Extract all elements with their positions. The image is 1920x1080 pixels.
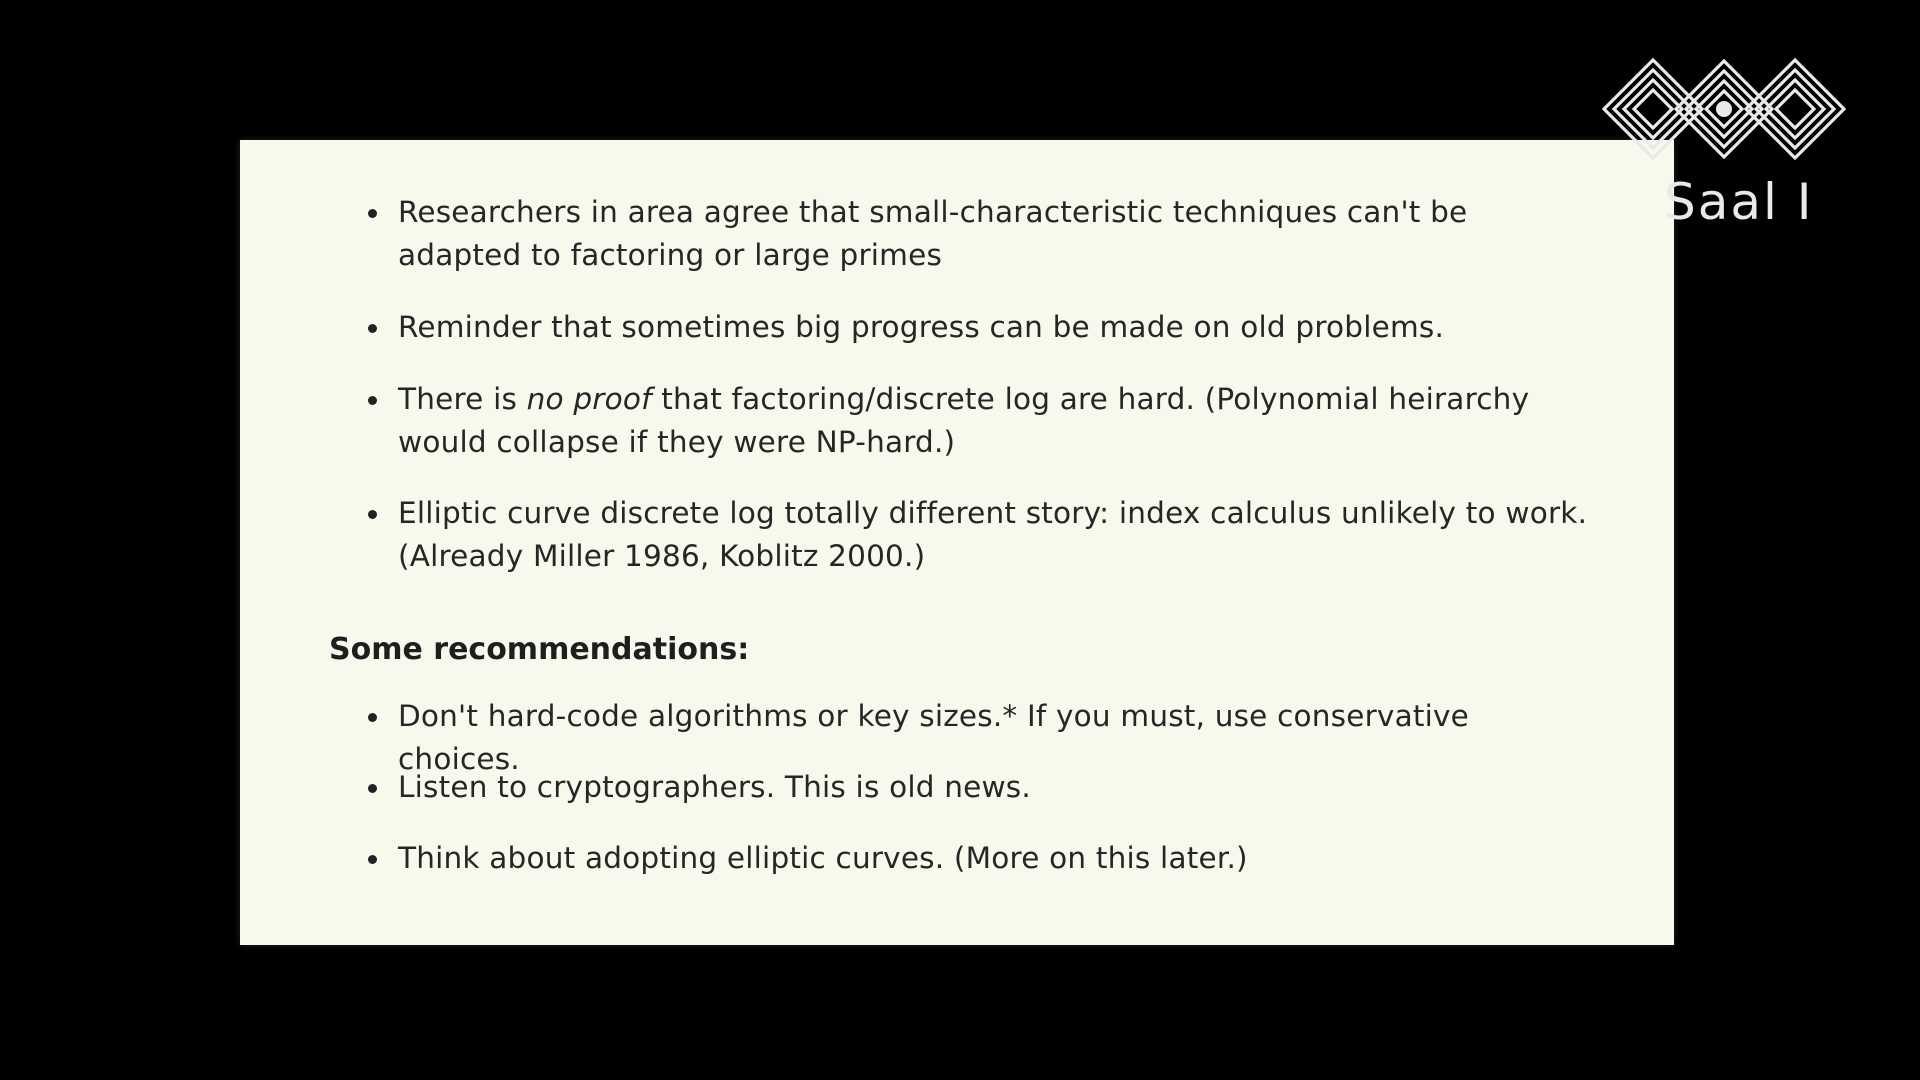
bullet-dot xyxy=(368,510,377,519)
bullet-item: Elliptic curve discrete log totally diff… xyxy=(368,492,1598,578)
bullet-item: Listen to cryptographers. This is old ne… xyxy=(368,766,1598,809)
conference-logo-icon xyxy=(1601,57,1847,161)
bullet-dot xyxy=(368,784,377,793)
room-label: Saal I xyxy=(1664,173,1814,231)
bullet-dot xyxy=(368,324,377,333)
presentation-slide: Researchers in area agree that small-cha… xyxy=(240,140,1674,945)
bullet-text: Think about adopting elliptic curves. (M… xyxy=(398,841,1248,875)
bullet-dot xyxy=(368,855,377,864)
bullet-item: Reminder that sometimes big progress can… xyxy=(368,306,1598,349)
bullet-item: There is no proof that factoring/discret… xyxy=(368,378,1598,464)
bullet-text: Elliptic curve discrete log totally diff… xyxy=(398,496,1588,573)
bullet-dot xyxy=(368,209,377,218)
bullet-text: Reminder that sometimes big progress can… xyxy=(398,310,1445,344)
bullet-text-post: that factoring/discrete log are hard. (P… xyxy=(398,382,1530,459)
bullet-text: Researchers in area agree that small-cha… xyxy=(398,195,1468,272)
bullet-text: Don't hard-code algorithms or key sizes.… xyxy=(398,699,1470,776)
bullet-item: Don't hard-code algorithms or key sizes.… xyxy=(368,695,1598,781)
recommendations-heading: Some recommendations: xyxy=(329,632,750,667)
bullet-text: Listen to cryptographers. This is old ne… xyxy=(398,770,1031,804)
bullet-dot xyxy=(368,713,377,722)
bullet-text-emphasis: no proof xyxy=(526,382,652,416)
bullet-text-pre: There is xyxy=(398,382,527,416)
bullet-dot xyxy=(368,396,377,405)
bullet-item: Think about adopting elliptic curves. (M… xyxy=(368,837,1598,880)
bullet-item: Researchers in area agree that small-cha… xyxy=(368,191,1598,277)
